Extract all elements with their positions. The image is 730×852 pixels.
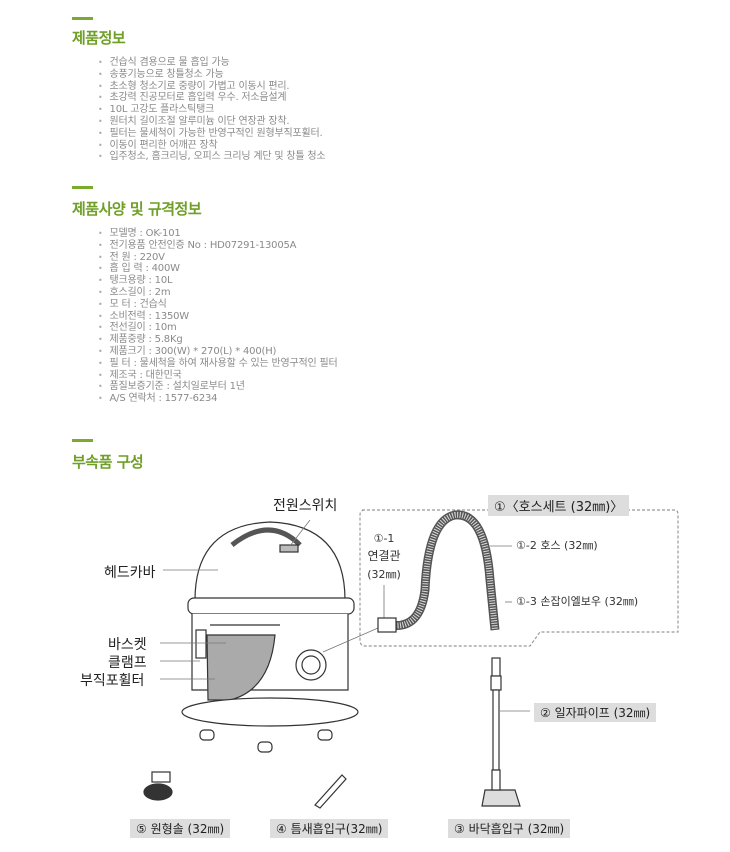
- list-item: 송풍기능으로 창틀청소 가능: [98, 69, 325, 81]
- list-item: 제품크기 : 300(W) * 270(L) * 400(H): [98, 346, 338, 358]
- label-straight-pipe: ② 일자파이프 (32㎜): [534, 703, 657, 722]
- label-basket: 바스켓: [108, 637, 147, 653]
- list-item: 흡 입 력 : 400W: [98, 263, 338, 275]
- section-title-product-info: 제품정보: [72, 29, 126, 47]
- list-item: 필 터 : 물세척을 하여 재사용할 수 있는 반영구적인 필터: [98, 358, 338, 370]
- section-title-accessories: 부속품 구성: [72, 453, 144, 471]
- list-item: 10L 고강도 플라스틱탱크: [98, 104, 325, 116]
- list-item: 제품중량 : 5.8Kg: [98, 334, 338, 346]
- label-floor-nozzle: ③ 바닥흡입구 (32㎜): [448, 819, 571, 838]
- list-item: 탱크용량 : 10L: [98, 275, 338, 287]
- list-item: 입주청소, 홈크리닝, 오피스 크리닝 계단 및 창틀 청소: [98, 151, 326, 163]
- section-accent-bar: [72, 439, 93, 442]
- straight-pipe: [491, 657, 501, 677]
- crevice-tool: [314, 774, 347, 809]
- connector-pipe: [377, 617, 397, 633]
- section-accent-bar: [72, 186, 93, 189]
- label-crevice-tool: ④ 틈새흡입구(32㎜): [270, 819, 389, 838]
- list-item: 품질보증기준 : 설치일로부터 1년: [98, 381, 338, 393]
- label-hose-set: ①〈호스세트 (32㎜)〉: [488, 495, 630, 516]
- label-elbow: ①-3 손잡이엘보우 (32㎜): [516, 595, 639, 608]
- label-connector-num: ①-1: [373, 532, 395, 545]
- list-item: 초강력 진공모터로 흡입력 우수. 저소음설계: [98, 92, 325, 104]
- list-item: 원터치 길이조절 알루미늄 이단 연장관 장착.: [98, 116, 325, 128]
- spec-list: 모델명 : OK-101전기용품 안전인증 No : HD07291-13005…: [98, 228, 338, 405]
- vacuum-cleaner-illustration: [181, 521, 359, 753]
- label-connector: 연결관: [367, 549, 401, 563]
- label-filter: 부직포휠터: [80, 673, 145, 689]
- label-head-cover: 헤드카바: [104, 565, 156, 581]
- label-round-brush: ⑤ 원형솔 (32㎜): [130, 819, 231, 838]
- list-item: 모델명 : OK-101: [98, 228, 338, 240]
- list-item: 호스길이 : 2m: [98, 287, 338, 299]
- list-item: 전 원 : 220V: [98, 252, 338, 264]
- list-item: 전기용품 안전인증 No : HD07291-13005A: [98, 240, 338, 252]
- list-item: 전선길이 : 10m: [98, 322, 338, 334]
- floor-nozzle: [481, 789, 521, 807]
- label-clamp: 클램프: [108, 655, 147, 671]
- section-title-specs: 제품사양 및 규격정보: [72, 200, 202, 218]
- round-brush: [143, 771, 173, 801]
- list-item: 필터는 물세척이 가능한 반영구적인 원형부직포휠터.: [98, 128, 325, 140]
- list-item: 초소형 청소기로 중량이 가볍고 이동시 편리.: [98, 81, 325, 93]
- list-item: A/S 연락처 : 1577-6234: [98, 393, 338, 405]
- power-switch: [279, 544, 299, 553]
- label-hose: ①-2 호스 (32㎜): [516, 539, 598, 552]
- label-power-switch: 전원스위치: [273, 498, 338, 514]
- list-item: 제조국 : 대한민국: [98, 370, 338, 382]
- section-accent-bar: [72, 17, 93, 20]
- list-item: 이동이 편리한 어깨끈 장착: [98, 140, 325, 152]
- list-item: 모 터 : 건습식: [98, 299, 338, 311]
- list-item: 소비전력 : 1350W: [98, 311, 338, 323]
- hose-set-box: [359, 509, 679, 647]
- list-item: 건습식 겸용으로 물 흡입 가능: [98, 57, 325, 69]
- label-connector-size: (32㎜): [367, 568, 401, 581]
- product-info-list: 건습식 겸용으로 물 흡입 가능송풍기능으로 창틀청소 가능초소형 청소기로 중…: [98, 57, 326, 163]
